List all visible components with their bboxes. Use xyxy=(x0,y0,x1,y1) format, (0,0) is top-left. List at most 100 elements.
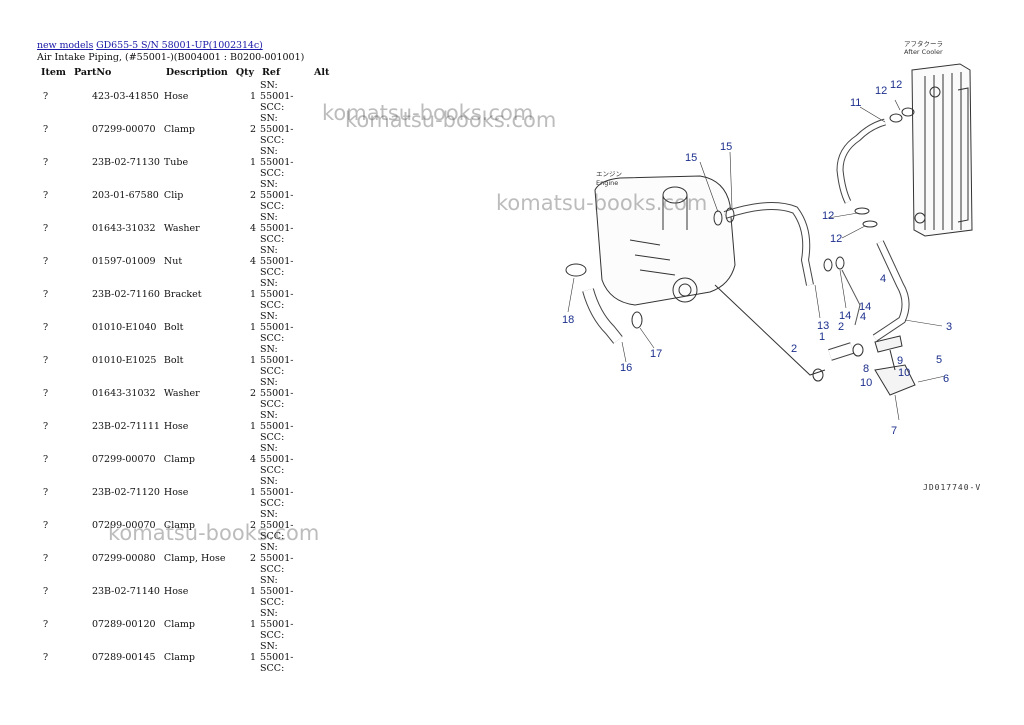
cell-qty: 2 xyxy=(249,553,257,564)
cell-qty: 1 xyxy=(249,355,257,366)
cell-alt xyxy=(310,443,333,476)
breadcrumb-link-model[interactable]: GD655-5 S/N 58001-UP(1002314c) xyxy=(96,40,263,51)
cell-alt xyxy=(310,278,333,311)
cell-alt xyxy=(310,575,333,608)
cell-item: ? xyxy=(43,421,49,432)
cell-alt xyxy=(310,476,333,509)
cell-item: ? xyxy=(43,124,49,135)
cell-description: Clamp xyxy=(163,619,195,630)
callout-18: 18 xyxy=(562,314,574,326)
aftercooler-label-jp: アフタクーラ xyxy=(904,39,943,48)
cell-description: Clamp xyxy=(163,652,195,663)
cell-description: Clip xyxy=(163,190,184,201)
callout-4b: 4 xyxy=(860,311,866,323)
breadcrumb: new models GD655-5 S/N 58001-UP(1002314c… xyxy=(37,40,263,51)
column-header-description: Description xyxy=(165,66,228,78)
callout-10a: 10 xyxy=(860,377,872,389)
cell-ref: SN: 55001-SCC: xyxy=(260,146,294,179)
cell-part-no: 23B-02-71130 xyxy=(91,157,160,168)
cell-part-no: 23B-02-71140 xyxy=(91,586,160,597)
cell-alt xyxy=(310,344,333,377)
drawing-code: JD017740-V xyxy=(923,483,982,492)
callout-14a: 14 xyxy=(839,310,851,322)
cell-item: ? xyxy=(43,553,49,564)
breadcrumb-link-new-models[interactable]: new models xyxy=(37,40,94,51)
callout-15b: 15 xyxy=(720,141,732,153)
engine-illustration xyxy=(594,175,736,306)
cell-alt xyxy=(310,245,333,278)
cell-description: Clamp xyxy=(163,520,195,531)
cell-item: ? xyxy=(43,388,49,399)
watermark-3: komatsu-books.com xyxy=(496,191,708,215)
cell-part-no: 423-03-41850 xyxy=(91,91,159,102)
engine-label-en: Engine xyxy=(596,179,618,187)
cell-alt xyxy=(310,542,333,575)
cell-alt xyxy=(310,146,333,179)
callout-17: 17 xyxy=(650,348,662,360)
cell-description: Bolt xyxy=(163,355,184,366)
callout-2b: 2 xyxy=(791,343,797,355)
cell-alt xyxy=(310,212,333,245)
cell-part-no: 01010-E1025 xyxy=(91,355,157,366)
column-header-partno: PartNo xyxy=(73,66,112,78)
cell-description: Bracket xyxy=(163,289,202,300)
cell-part-no: 23B-02-71160 xyxy=(91,289,160,300)
cell-item: ? xyxy=(43,256,49,267)
cell-ref: SN: 55001-SCC: xyxy=(260,509,294,542)
cell-ref: SN: 55001-SCC: xyxy=(260,311,294,344)
cell-alt xyxy=(310,608,333,641)
cell-description: Hose xyxy=(163,487,189,498)
cell-item: ? xyxy=(43,520,49,531)
cell-ref: SN: 55001-SCC: xyxy=(260,245,294,278)
cell-part-no: 01643-31032 xyxy=(91,223,156,234)
cell-qty: 1 xyxy=(249,619,257,630)
cell-description: Nut xyxy=(163,256,183,267)
watermark-2: komatsu-books.com xyxy=(345,108,557,132)
page-subtitle: Air Intake Piping, (#55001-)(B004001 : B… xyxy=(37,52,305,63)
cell-item: ? xyxy=(43,322,49,333)
cell-ref: SN: 55001-SCC: xyxy=(260,542,294,575)
callout-13: 13 xyxy=(817,320,829,332)
cell-part-no: 23B-02-71120 xyxy=(91,487,160,498)
cell-description: Clamp xyxy=(163,454,195,465)
cell-part-no: 07299-00070 xyxy=(91,124,156,135)
cell-part-no: 07299-00070 xyxy=(91,520,156,531)
callout-14b: 14 xyxy=(859,301,871,313)
cell-item: ? xyxy=(43,586,49,597)
cell-ref: SN: 55001-SCC: xyxy=(260,575,294,608)
callout-8: 8 xyxy=(863,363,869,375)
cell-part-no: 07299-00080 xyxy=(91,553,156,564)
callout-6: 6 xyxy=(943,373,949,385)
cell-description: Bolt xyxy=(163,322,184,333)
cell-qty: 4 xyxy=(249,256,257,267)
cell-item: ? xyxy=(43,487,49,498)
cell-qty: 2 xyxy=(249,388,257,399)
cell-description: Clamp, Hose xyxy=(163,553,226,564)
cell-item: ? xyxy=(43,289,49,300)
cell-description: Hose xyxy=(163,586,189,597)
cell-item: ? xyxy=(43,190,49,201)
cell-description: Tube xyxy=(163,157,189,168)
cell-ref: SN: 55001-SCC: xyxy=(260,179,294,212)
cell-qty: 1 xyxy=(249,586,257,597)
cell-ref: SN: 55001-SCC: xyxy=(260,608,294,641)
cell-description: Hose xyxy=(163,421,189,432)
cell-qty: 4 xyxy=(249,223,257,234)
column-header-item: Item xyxy=(41,66,66,78)
bracket-illustration xyxy=(874,335,916,396)
cell-alt xyxy=(310,179,333,212)
callout-9: 9 xyxy=(897,355,903,367)
parts-diagram: 1 2 2 3 4 4 5 6 7 8 9 10 10 11 12 12 12 … xyxy=(562,39,973,437)
